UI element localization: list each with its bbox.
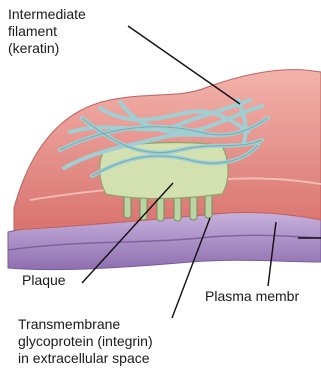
intermediate-filament-label: Intermediate filament (keratin) <box>8 6 86 57</box>
transmembrane-glycoprotein-label: Transmembrane glycoprotein (integrin) in… <box>18 316 153 367</box>
plasma-membrane-label: Plasma membr <box>205 288 321 305</box>
plaque-label: Plaque <box>22 272 66 289</box>
